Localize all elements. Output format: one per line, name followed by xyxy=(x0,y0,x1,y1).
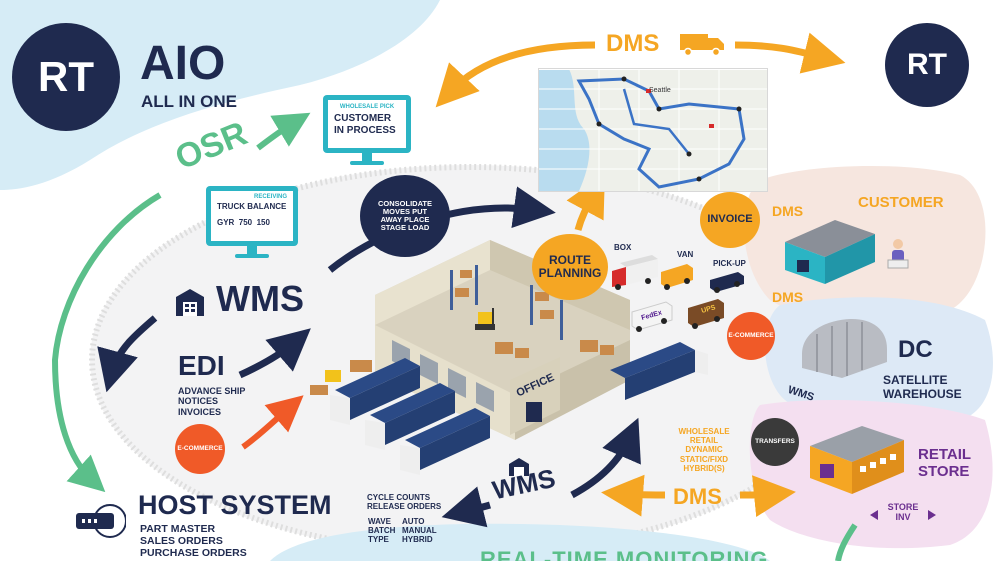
ups-label: UPS xyxy=(701,304,717,315)
fedex-van-icon: FedEx xyxy=(631,301,673,332)
wms-tasks-circle: CONSOLIDATE MOVES PUT AWAY PLACE STAGE L… xyxy=(360,175,450,257)
customer-label: CUSTOMER xyxy=(858,194,944,211)
delivery-truck-icon xyxy=(680,34,724,56)
dms-mode: RETAIL xyxy=(689,436,719,446)
mode-item: MANUAL xyxy=(402,526,437,536)
rt-logo-left: RT xyxy=(12,23,120,131)
wms-label: WMS xyxy=(216,278,304,319)
customer-dms-a: DMS xyxy=(772,203,804,219)
dms-top-label: DMS xyxy=(606,30,660,57)
retail-label: RETAIL xyxy=(918,446,972,463)
rt-logo-right: RT xyxy=(885,23,969,107)
store-inv-line-1: STORE xyxy=(887,502,919,512)
store-inv-arrows-icon xyxy=(870,510,936,520)
store-inv-group: STORE INV xyxy=(868,502,938,523)
mode-item: HYBRID xyxy=(402,535,433,545)
dc-building-icon xyxy=(802,319,887,378)
wms-bottom-cycle: CYCLE COUNTS RELEASE ORDERS xyxy=(367,493,441,511)
wave-item: WAVE xyxy=(368,517,391,526)
dms-bottom-label: DMS xyxy=(673,484,722,509)
ecommerce-badge-left: E-COMMERCE xyxy=(175,424,225,474)
edi-item: ADVANCE SHIP xyxy=(178,386,246,396)
host-item: SALES ORDERS xyxy=(140,535,223,548)
satellite-label: SATELLITE xyxy=(883,373,948,387)
route-map: Seattle xyxy=(538,68,768,192)
receiving-caption: RECEIVING xyxy=(253,194,287,200)
route-label-2: PLANNING xyxy=(538,266,602,280)
ecommerce-badge-right: E-COMMERCE xyxy=(727,312,775,360)
real-time-monitoring-label: REAL-TIME MONITORING xyxy=(480,547,769,561)
wholesale-text: CUSTOMER IN PROCESS xyxy=(334,113,396,136)
route-label-1: ROUTE xyxy=(549,253,591,268)
pickup-label: PICK-UP xyxy=(713,259,746,268)
van-label: VAN xyxy=(677,250,694,259)
dms-mode: DYNAMIC xyxy=(685,445,723,455)
van-icon xyxy=(661,264,693,290)
box-label: BOX xyxy=(614,243,632,252)
transfers-circle: TRANSFERS xyxy=(751,418,799,466)
all-in-one-subtitle: ALL IN ONE xyxy=(141,92,238,111)
dc-label: DC xyxy=(898,336,933,363)
store-inv-line-2: INV xyxy=(895,511,911,522)
host-item: PURCHASE ORDERS xyxy=(140,547,247,560)
cycle-item: CYCLE COUNTS xyxy=(367,493,431,502)
wholesale-monitor: WHOLESALE PICK CUSTOMER IN PROCESS xyxy=(323,95,411,165)
pickup-icon xyxy=(710,272,744,293)
wave-item: BATCH xyxy=(368,526,396,536)
satellite-warehouse-label: WAREHOUSE xyxy=(883,387,962,401)
edi-label: EDI xyxy=(178,350,225,381)
dms-mode: HYBRID(S) xyxy=(683,463,725,473)
edi-item: INVOICES xyxy=(178,406,222,417)
wholesale-caption: WHOLESALE PICK xyxy=(339,104,395,110)
map-city-label: Seattle xyxy=(649,87,671,94)
warehouse-icon xyxy=(176,289,204,316)
server-icon xyxy=(76,504,126,538)
customer-worker-icon xyxy=(887,239,909,269)
host-items: PART MASTER SALES ORDERS PURCHASE ORDERS xyxy=(140,523,247,559)
aio-title: AIO xyxy=(140,37,226,90)
customer-building-icon xyxy=(785,220,875,284)
edi-item: NOTICES xyxy=(178,396,219,407)
mode-item: AUTO xyxy=(402,517,425,526)
customer-dms-b: DMS xyxy=(772,289,804,305)
invoice-circle: INVOICE xyxy=(700,192,760,248)
route-planning-circle: ROUTE PLANNING xyxy=(532,234,608,300)
dms-bottom-list: WHOLESALE RETAIL DYNAMIC STATIC/FIXD HYB… xyxy=(668,427,740,473)
ups-truck-icon: UPS xyxy=(688,299,724,329)
host-item: PART MASTER xyxy=(140,523,216,535)
receiving-text: TRUCK BALANCE xyxy=(217,202,287,211)
dms-mode: WHOLESALE xyxy=(678,427,730,436)
cycle-item: RELEASE ORDERS xyxy=(367,502,442,512)
wms-bottom-col1: WAVE BATCH TYPE xyxy=(368,517,395,545)
box-truck-icon xyxy=(612,255,658,290)
warehouse-icon-small xyxy=(509,458,529,476)
receiving-monitor: RECEIVING TRUCK BALANCE GYR 750 150 xyxy=(206,186,298,258)
retail-store-label: STORE xyxy=(918,463,970,480)
retail-store-icon xyxy=(810,426,904,494)
wms-bottom-col2: AUTO MANUAL HYBRID xyxy=(402,517,437,545)
host-system-label: HOST SYSTEM xyxy=(138,490,332,520)
receiving-values: GYR 750 150 xyxy=(217,218,270,227)
edi-items: ADVANCE SHIP NOTICES INVOICES xyxy=(178,386,245,417)
map-graphic xyxy=(539,69,767,191)
wave-item: TYPE xyxy=(368,535,389,545)
dms-mode: STATIC/FIXD xyxy=(679,454,729,464)
